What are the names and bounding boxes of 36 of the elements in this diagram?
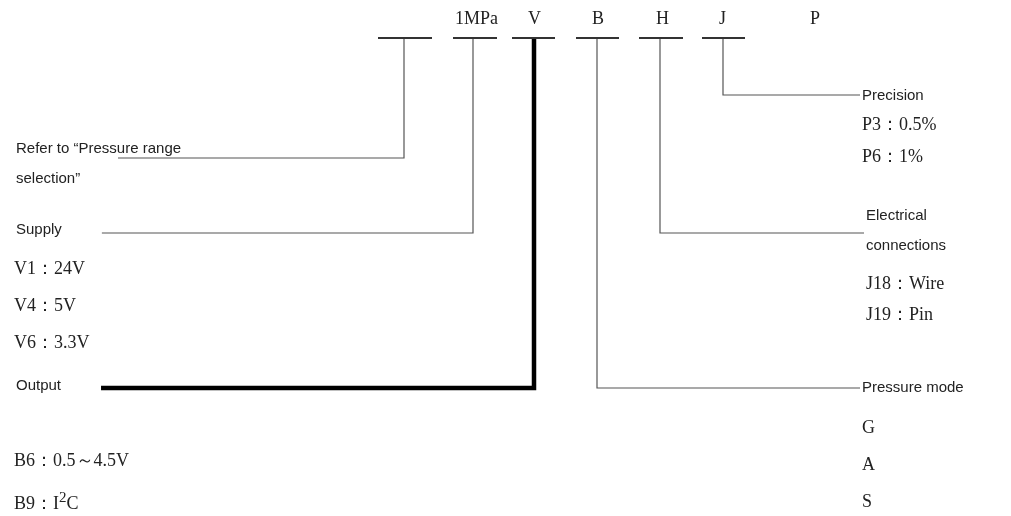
slot-underline	[378, 37, 432, 39]
leader-line	[117, 38, 405, 159]
leader-line	[101, 39, 537, 391]
option-code: B6：0.5～4.5V	[14, 450, 129, 472]
code-letter: H	[656, 8, 669, 30]
leader-line	[659, 38, 865, 234]
option-code: J18：Wire	[866, 273, 945, 295]
slot-underline	[453, 37, 497, 39]
leader-line	[596, 38, 861, 389]
leader-line	[101, 38, 474, 234]
option-code: V4：5V	[14, 295, 76, 317]
option-heading: Supply	[16, 220, 62, 238]
option-heading: Electrical connections	[866, 200, 966, 260]
slot-underline	[639, 37, 683, 39]
leader-line	[722, 38, 861, 96]
code-letter: V	[528, 8, 541, 30]
option-code: A	[862, 454, 875, 476]
option-code: B9：I$^{2}$C	[14, 488, 79, 515]
option-code: P6：1%	[862, 146, 923, 168]
option-code: V6：3.3V	[14, 332, 90, 354]
code-letter: J	[719, 8, 726, 30]
option-heading: Precision	[862, 86, 924, 104]
slot-underline	[512, 37, 555, 39]
slot-underline	[576, 37, 619, 39]
code-letter: 1MPa	[455, 8, 498, 30]
code-letter: B	[592, 8, 604, 30]
code-letter: P	[810, 8, 820, 30]
option-heading: Output	[16, 376, 62, 394]
option-code: S	[862, 491, 872, 513]
option-code: P3：0.5%	[862, 114, 937, 136]
option-code: G	[862, 417, 875, 439]
option-code: J19：Pin	[866, 304, 934, 326]
option-heading: Refer to “Pressure range selection”	[16, 133, 216, 193]
slot-underline	[702, 37, 745, 39]
option-heading: Pressure mode	[862, 378, 964, 396]
option-code: V1：24V	[14, 258, 85, 280]
